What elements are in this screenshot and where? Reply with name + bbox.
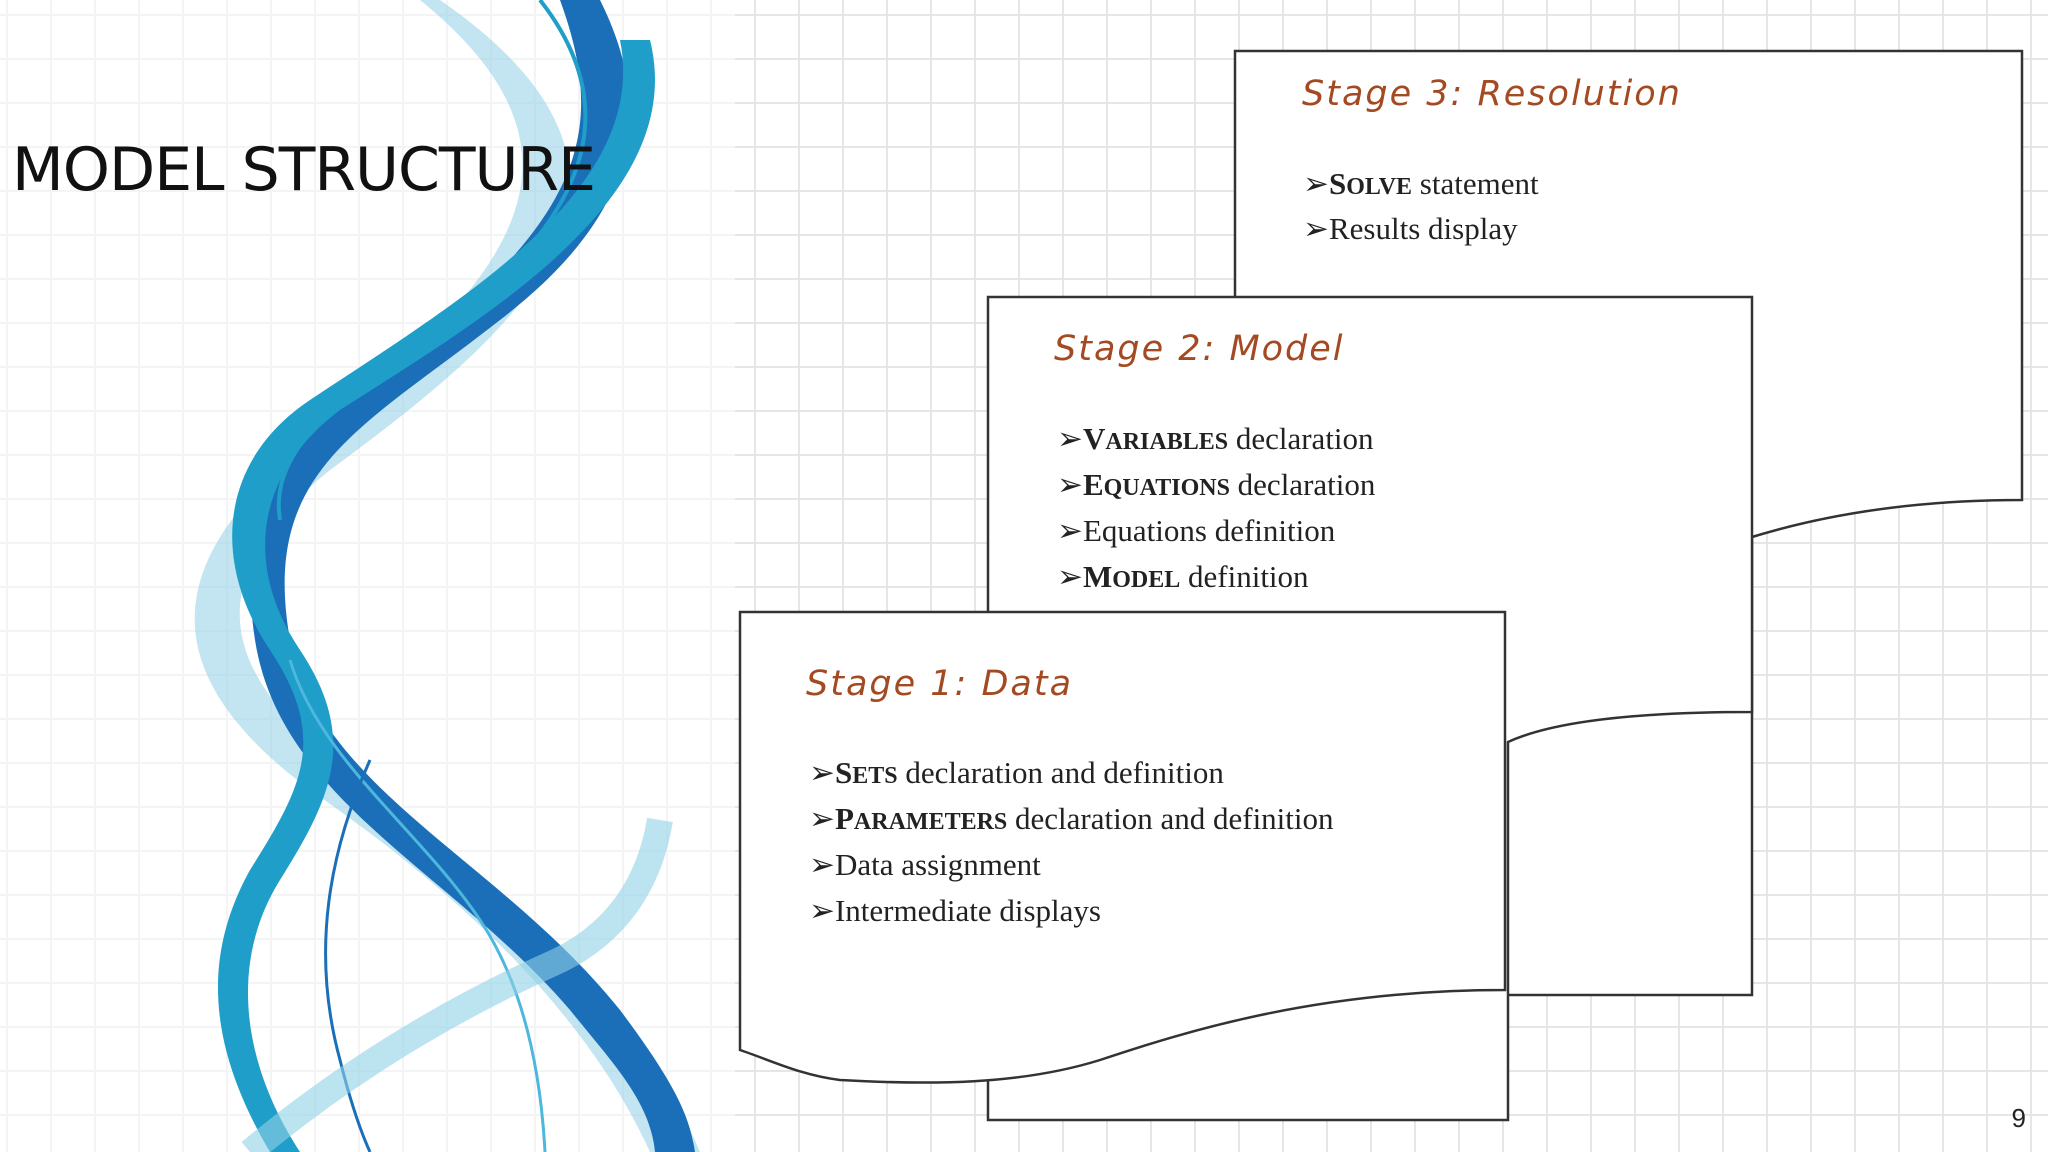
arrow-bullet-icon: ➢ [809,847,835,882]
arrow-bullet-icon: ➢ [1303,211,1329,246]
decorative-ribbons [0,0,735,1152]
stage-3-title: Stage 3: Resolution [1302,74,1682,114]
stage-2-item-equations-def: ➢Equations definition [1057,513,1336,548]
stage-1-title: Stage 1: Data [806,664,1073,704]
stage-3-item-solve: ➢SOLVE statement [1303,166,1539,201]
item-text: declaration and definition [898,755,1225,790]
item-text: Results display [1329,211,1518,246]
item-text: declaration and definition [1007,801,1334,836]
keyword-rest: ARIABLES [1105,429,1228,455]
arrow-bullet-icon: ➢ [1057,467,1083,502]
item-text: Intermediate displays [835,893,1101,928]
arrow-bullet-icon: ➢ [1057,421,1083,456]
item-text: Equations definition [1083,513,1336,548]
stage-2-item-variables: ➢VARIABLES declaration [1057,421,1374,456]
stage-1-item-data-assignment: ➢Data assignment [809,847,1041,882]
arrow-bullet-icon: ➢ [809,801,835,836]
keyword-first-letter: M [1083,559,1112,594]
stage-2-title: Stage 2: Model [1054,329,1345,369]
keyword-first-letter: S [835,755,852,790]
arrow-bullet-icon: ➢ [1057,513,1083,548]
page-number: 9 [2011,1103,2026,1133]
slide-title: MODEL STRUCTURE [12,135,596,205]
keyword-first-letter: V [1083,421,1106,456]
keyword-rest: OLVE [1346,174,1412,200]
item-text: Data assignment [835,847,1041,882]
keyword-first-letter: P [835,801,854,836]
keyword-rest: ETS [852,763,897,789]
arrow-bullet-icon: ➢ [809,893,835,928]
stage-1-card [738,610,1507,1084]
stage-3-item-results: ➢Results display [1303,211,1518,246]
stage-2-item-model: ➢MODEL definition [1057,559,1309,594]
stage-1-item-intermediate-displays: ➢Intermediate displays [809,893,1101,928]
item-text: declaration [1230,467,1376,502]
stage-2-item-equations: ➢EQUATIONS declaration [1057,467,1376,502]
arrow-bullet-icon: ➢ [809,755,835,790]
arrow-bullet-icon: ➢ [1057,559,1083,594]
item-text: declaration [1228,421,1374,456]
item-text: statement [1412,166,1539,201]
stage-1-item-parameters: ➢PARAMETERS declaration and definition [809,801,1334,836]
keyword-rest: QUATIONS [1104,475,1230,501]
keyword-first-letter: S [1329,166,1346,201]
keyword-rest: ARAMETERS [854,809,1007,835]
keyword-rest: ODEL [1112,567,1180,593]
keyword-first-letter: E [1083,467,1104,502]
item-text: definition [1180,559,1309,594]
arrow-bullet-icon: ➢ [1303,166,1329,201]
stage-1-item-sets: ➢SETS declaration and definition [809,755,1224,790]
